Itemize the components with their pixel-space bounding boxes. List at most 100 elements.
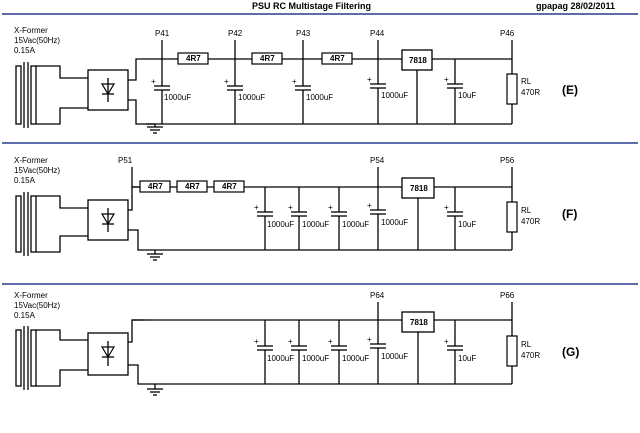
- capacitor-label: 1000uF: [381, 91, 408, 100]
- svg-text:+: +: [328, 337, 333, 346]
- capacitor-label: 1000uF: [267, 220, 294, 229]
- transformer-symbol: [15, 192, 88, 256]
- load-value: 470R: [521, 88, 540, 97]
- bridge-rectifier-symbol: [87, 58, 155, 125]
- resistor-label: 4R7: [185, 182, 200, 191]
- svg-text:+: +: [292, 77, 297, 86]
- circuit-e: X-Former 15Vac(50Hz) 0.15A P41: [14, 26, 578, 134]
- svg-text:+: +: [367, 75, 372, 84]
- capacitor-label: 1000uF: [164, 93, 191, 102]
- resistor-symbol: 4R7: [213, 180, 245, 193]
- svg-text:+: +: [367, 335, 372, 344]
- resistor-symbol: 4R7: [251, 52, 283, 65]
- capacitor-label: 1000uF: [302, 220, 329, 229]
- resistor-label: 4R7: [148, 182, 163, 191]
- output-capacitor-label: 10uF: [458, 220, 476, 229]
- capacitor-label: 1000uF: [381, 218, 408, 227]
- transformer-symbol: [15, 326, 88, 390]
- header-title: PSU RC Multistage Filtering: [252, 1, 371, 11]
- circuit-tag: (F): [562, 207, 577, 221]
- capacitor-symbol: + 1000uF: [288, 187, 329, 250]
- capacitor-symbol: + 1000uF: [328, 187, 369, 250]
- resistor-symbol: 4R7: [176, 180, 208, 193]
- ground-symbol: [147, 124, 163, 134]
- capacitor-symbol: + 10uF: [444, 59, 476, 124]
- ground-symbol: [147, 384, 163, 396]
- resistor-label: 4R7: [186, 54, 201, 63]
- svg-text:+: +: [151, 77, 156, 86]
- node-label: P42: [228, 29, 243, 38]
- resistor-symbol: 4R7: [321, 52, 353, 65]
- load-label: RL: [521, 206, 532, 215]
- node-label: P64: [370, 291, 385, 300]
- capacitor-label: 1000uF: [342, 220, 369, 229]
- capacitor-symbol: + 1000uF: [254, 187, 294, 250]
- capacitor-label: 1000uF: [342, 354, 369, 363]
- capacitor-symbol: + 10uF: [444, 187, 476, 250]
- source-label-line1: X-Former: [14, 291, 48, 300]
- svg-text:+: +: [444, 203, 449, 212]
- source-label-line3: 0.15A: [14, 311, 36, 320]
- circuit-tag: (G): [562, 345, 579, 359]
- capacitor-label: 1000uF: [306, 93, 333, 102]
- svg-text:+: +: [254, 203, 259, 212]
- svg-text:+: +: [444, 75, 449, 84]
- capacitor-label: 1000uF: [381, 352, 408, 361]
- resistor-symbol: 4R7: [177, 52, 209, 65]
- capacitor-symbol: + 1000uF: [224, 59, 265, 124]
- bridge-rectifier-symbol: [87, 186, 155, 251]
- circuit-tag: (E): [562, 83, 578, 97]
- capacitor-label: 1000uF: [302, 354, 329, 363]
- bridge-rectifier-symbol: [87, 319, 155, 385]
- node-label: P43: [296, 29, 311, 38]
- source-label-line2: 15Vac(50Hz): [14, 166, 60, 175]
- header-author-date: gpapag 28/02/2011: [536, 1, 615, 11]
- source-label-line1: X-Former: [14, 26, 48, 35]
- node-label: P41: [155, 29, 170, 38]
- svg-text:+: +: [288, 337, 293, 346]
- capacitor-symbol: + 1000uF: [367, 59, 408, 124]
- load-value: 470R: [521, 351, 540, 360]
- svg-text:+: +: [254, 337, 259, 346]
- load-resistor-symbol: RL 470R: [506, 320, 540, 384]
- regulator-symbol: 7818: [401, 177, 435, 250]
- capacitor-symbol: + 1000uF: [328, 320, 369, 384]
- capacitor-symbol: + 1000uF: [292, 59, 333, 124]
- svg-text:+: +: [328, 203, 333, 212]
- capacitor-symbol: + 1000uF: [254, 320, 294, 384]
- regulator-label: 7818: [409, 56, 427, 65]
- node-label: P46: [500, 29, 515, 38]
- svg-text:+: +: [367, 201, 372, 210]
- capacitor-symbol: + 1000uF: [367, 187, 408, 250]
- source-label-line3: 0.15A: [14, 176, 36, 185]
- node-label: P56: [500, 156, 515, 165]
- svg-text:+: +: [288, 203, 293, 212]
- load-value: 470R: [521, 217, 540, 226]
- transformer-symbol: [15, 62, 88, 128]
- resistor-label: 4R7: [260, 54, 275, 63]
- regulator-label: 7818: [410, 184, 428, 193]
- node-label: P44: [370, 29, 385, 38]
- circuit-g: X-Former 15Vac(50Hz) 0.15A P64: [14, 291, 579, 396]
- capacitor-symbol: + 1000uF: [151, 59, 191, 124]
- source-label-line1: X-Former: [14, 156, 48, 165]
- load-label: RL: [521, 77, 532, 86]
- resistor-symbol: 4R7: [139, 180, 171, 193]
- capacitor-label: 1000uF: [238, 93, 265, 102]
- regulator-symbol: 7818: [401, 311, 435, 384]
- load-label: RL: [521, 340, 532, 349]
- svg-text:+: +: [444, 337, 449, 346]
- resistor-label: 4R7: [222, 182, 237, 191]
- load-resistor-symbol: RL 470R: [506, 187, 540, 250]
- regulator-symbol: 7818: [401, 49, 433, 124]
- capacitor-label: 1000uF: [267, 354, 294, 363]
- resistor-label: 4R7: [330, 54, 345, 63]
- capacitor-symbol: + 10uF: [444, 320, 476, 384]
- node-label: P54: [370, 156, 385, 165]
- ground-symbol: [147, 250, 163, 261]
- output-capacitor-label: 10uF: [458, 91, 476, 100]
- svg-text:+: +: [224, 77, 229, 86]
- source-label-line2: 15Vac(50Hz): [14, 301, 60, 310]
- circuit-f: X-Former 15Vac(50Hz) 0.15A P51: [14, 156, 577, 261]
